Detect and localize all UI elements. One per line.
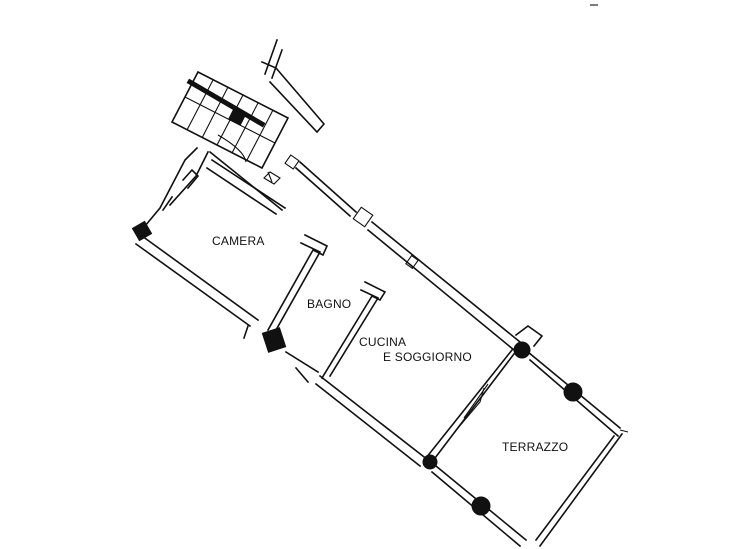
interior-walls <box>205 158 387 380</box>
room-label-bagno: BAGNO <box>307 297 351 311</box>
room-label-terrazzo: TERRAZZO <box>502 440 568 454</box>
terrace <box>422 325 629 548</box>
outer-walls <box>131 146 522 468</box>
staircase <box>170 38 326 170</box>
room-label-camera: CAMERA <box>212 234 265 248</box>
room-label-cucina: CUCINA <box>359 335 406 349</box>
entrance-marker <box>263 171 281 185</box>
room-label-soggiorno: E SOGGIORNO <box>383 350 472 364</box>
